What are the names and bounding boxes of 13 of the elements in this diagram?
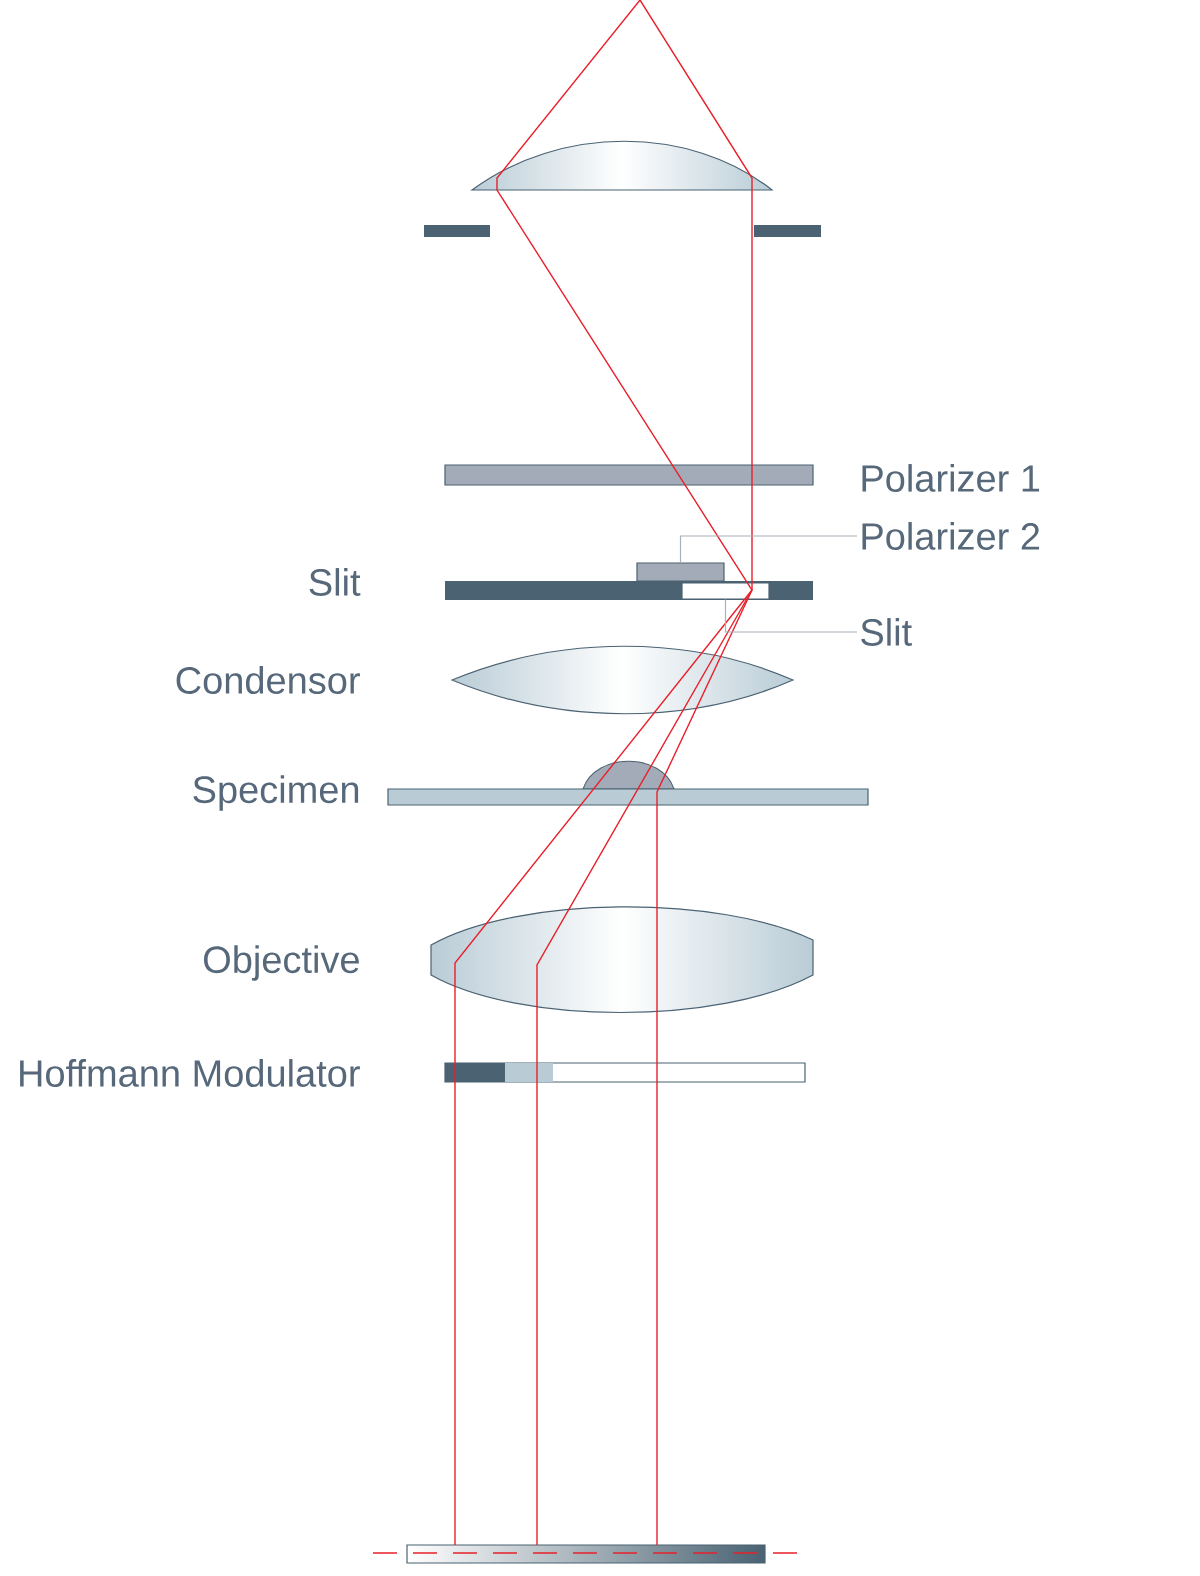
part-label: Slit bbox=[309, 568, 361, 596]
part-label: Polarizer 1 bbox=[862, 464, 1040, 492]
part-label: Hoffmann Modulator bbox=[20, 1059, 360, 1087]
part-label: Condensor bbox=[176, 666, 360, 694]
polarizer-plate bbox=[444, 464, 814, 486]
polarizer-plate bbox=[636, 562, 725, 582]
slit-opening bbox=[681, 582, 770, 600]
part-label: Objective bbox=[204, 945, 359, 981]
part-label: Polarizer 2 bbox=[862, 522, 1040, 550]
part-label: Specimen bbox=[193, 775, 359, 811]
leader-line bbox=[679, 535, 858, 563]
leader-line bbox=[724, 599, 858, 633]
part-label: Slit bbox=[861, 618, 912, 646]
